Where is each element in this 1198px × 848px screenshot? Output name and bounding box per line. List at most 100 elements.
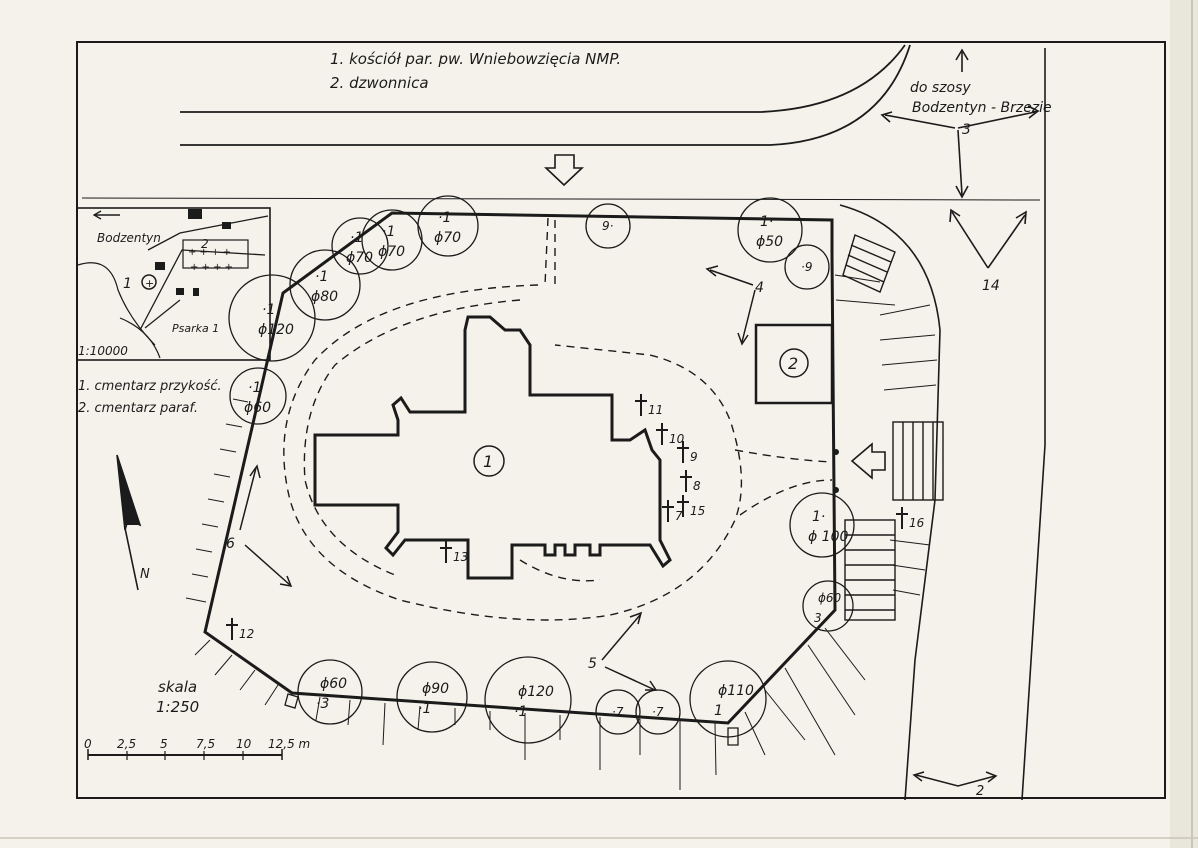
gate-pillar-right [727,727,739,746]
grave-cross-icon: 8 [680,470,701,493]
tree-label-top: ·1 [315,269,328,285]
tree-crown [689,660,767,738]
tree-label-bottom: ϕ70 [378,244,405,260]
entrance-arrow-north-icon [543,154,585,187]
church-outline [313,315,672,580]
tree-label-top: ·1 [438,210,451,226]
tree-label-bottom: ·1 [418,701,431,717]
grave-cross-icon: 12 [226,618,254,641]
tree-crown [802,580,854,632]
tree-label-top: ϕ60 [320,676,347,692]
tree-t13: ·7 [595,689,641,735]
scale-ratio: 1:250 [156,698,199,716]
tree-crown [331,217,389,275]
church-number: 1 [483,452,493,471]
grave-cross-label: 9 [690,450,698,464]
grave-cross-icon: 10 [656,423,685,446]
belfry-number: 2 [788,354,798,373]
tree-label-top: ϕ90 [422,681,449,697]
scale-tick-3: 7,5 [196,737,215,751]
church-marker [473,445,505,477]
north-label: N [140,567,150,582]
footpaths [283,217,833,621]
grave-cross-icon: 16 [896,507,925,530]
inset-stream: Psarka 1 [172,322,219,335]
tree-crown [289,249,361,321]
zone-2-arrow [912,771,998,787]
road-label-1: do szosy [910,80,971,96]
road-line [81,197,1041,201]
tree-crown [635,689,681,735]
road-curve-top [180,44,906,113]
belfry-marker [779,348,809,378]
tree-t7: 9· [585,203,631,249]
legend-item-1: 1. kościół par. pw. Wniebowzięcia NMP. [330,50,621,68]
stairs-north [842,234,896,293]
grave-cross-icon: 7 [662,500,683,523]
tree-label-top: ·1 [262,302,275,318]
stairs-south [844,519,896,621]
tree-label-bottom: ·3 [316,696,329,712]
tree-label-top: 1· [812,509,825,525]
zone-label-6: 6 [226,536,235,552]
tree-t10: 1· ϕ 100 [789,492,855,558]
wall-hatching [185,274,938,790]
tree-label-top: ·7 [652,705,664,719]
tree-label-bottom: ϕ70 [346,250,373,266]
tree-label-top: 9· [602,219,613,233]
entrance-arrow-east-icon [850,442,886,480]
inset-note-1: 1. cmentarz przykość. [78,379,222,394]
scale-tick-0: 0 [84,737,92,751]
road-edge-inner [839,204,941,801]
tree-label-bottom: ϕ50 [756,234,783,250]
road-arrows [880,48,1040,199]
tree-crown [585,203,631,249]
zone-4-arrows [705,265,756,346]
gate-pillar-left [284,693,299,709]
inset-note-2: 2. cmentarz paraf. [78,401,198,416]
tree-crown [595,689,641,735]
tree-t17: ϕ60·3 [297,659,363,725]
scale-label: skala [158,678,197,696]
tree-label-bottom: ϕ60 [244,400,271,416]
scale-tick-5: 12,5 m [268,737,310,751]
grave-cross-icon: 11 [635,394,663,417]
scale-bar [87,749,283,760]
tree-label-top: ϕ60 [818,591,842,605]
zone-label-2: 2 [976,784,984,799]
tree-label-bottom: ϕ70 [434,230,461,246]
zone-label-3: 3 [962,122,971,138]
tree-label-top: ϕ110 [718,683,754,699]
zone-5-arrows [601,611,658,691]
zone-6-arrows [239,464,293,587]
map-frame [76,41,1166,799]
zone-14-arrows [949,208,1027,269]
tree-label-top: ϕ120 [518,684,554,700]
tree-t16: ϕ90·1 [396,661,468,733]
svg-text:+ + + +: + + + + [188,247,231,258]
tree-t8: 1·ϕ50 [737,197,803,263]
tree-t14: ·7 [635,689,681,735]
road-curve-bottom [180,44,911,146]
scale-tick-1: 2,5 [117,737,136,751]
inset-mark-2: 2 [201,237,209,251]
tree-t5: ·1 ϕ120 [228,274,316,362]
tree-crown [229,367,287,425]
tree-label-bottom: ϕ120 [258,322,294,338]
tree-layer: ·1ϕ70·1ϕ70·1ϕ70·1ϕ80·1ϕ120·1ϕ609·1·ϕ50·9… [228,195,855,744]
zone-label-14: 14 [982,278,1000,294]
tree-label-bottom: ϕ 100 [808,529,849,545]
grave-cross-label: 8 [693,479,701,493]
tree-crown [396,661,468,733]
grave-cross-icon: 15 [677,495,705,518]
tree-crown [297,659,363,725]
tree-label-top: ·9 [801,260,812,274]
